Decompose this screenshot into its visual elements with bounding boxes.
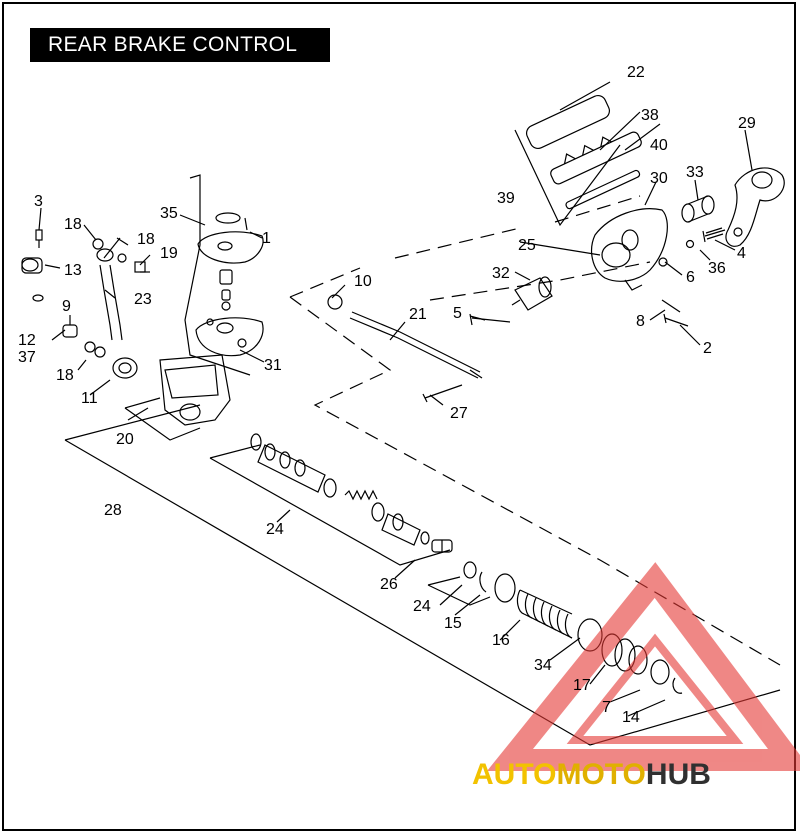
part-label-34: 34 [534, 657, 552, 674]
part-label-6: 6 [686, 269, 695, 286]
part-label-22: 22 [627, 64, 645, 81]
part-label-26: 26 [380, 576, 398, 593]
bracket-39 [514, 129, 621, 227]
retaining-ring-15 [494, 573, 516, 603]
rod-40 [565, 169, 641, 210]
part-label-38: 38 [641, 107, 659, 124]
watermark-logo [487, 562, 800, 771]
master-cylinder-body-20 [159, 354, 231, 426]
part-label-18: 18 [137, 231, 155, 248]
pushrod-21 [351, 311, 481, 373]
bolt-19 [134, 261, 150, 273]
part-label-3: 3 [34, 193, 43, 210]
bushing-33 [681, 195, 715, 223]
part-label-18: 18 [64, 216, 82, 233]
part-label-11: 11 [81, 390, 98, 407]
part-label-23: 23 [134, 291, 152, 308]
part-label-16: 16 [492, 632, 510, 649]
o-ring [250, 433, 262, 451]
assembly-dash-line [289, 195, 641, 298]
part-label-25: 25 [518, 237, 536, 254]
part-label-13: 13 [64, 262, 82, 279]
part-label-32: 32 [492, 265, 510, 282]
washer-18b [117, 253, 127, 263]
bracket-28 [64, 404, 781, 746]
part-label-14: 14 [622, 709, 640, 726]
part-label-8: 8 [636, 313, 645, 330]
part-label-28: 28 [104, 502, 122, 519]
part-labels: 1234567891011121314151617181818192021222… [18, 64, 756, 726]
bellows-17 [601, 633, 648, 675]
part-label-29: 29 [738, 115, 756, 132]
part-label-5: 5 [453, 305, 462, 322]
bracket-24b [427, 576, 491, 606]
part-label-19: 19 [160, 245, 178, 262]
clip-14 [672, 677, 683, 694]
part-label-17: 17 [573, 677, 591, 694]
part-label-10: 10 [354, 273, 372, 290]
part-label-21: 21 [409, 306, 427, 323]
part-label-31: 31 [264, 357, 282, 374]
fitting-26 [431, 539, 453, 553]
part-label-4: 4 [737, 245, 746, 262]
leader [38, 81, 753, 717]
piston-secondary [381, 513, 421, 546]
part-label-24: 24 [413, 598, 431, 615]
diagram-title: REAR BRAKE CONTROL [30, 28, 330, 62]
clevis-32 [511, 276, 553, 311]
pad-38 [550, 131, 642, 185]
part-label-7: 7 [602, 699, 611, 716]
screw-2 [663, 313, 689, 327]
bracket-20 [124, 397, 201, 441]
washer-18a [92, 238, 104, 250]
part-label-35: 35 [160, 205, 178, 222]
clevis-pin-27 [422, 384, 463, 403]
part-label-40: 40 [650, 137, 668, 154]
bolt-5 [469, 313, 511, 326]
washer-7 [650, 659, 670, 685]
brake-hose-23 [99, 264, 123, 341]
seal-24b [463, 561, 477, 579]
part-label-18: 18 [56, 367, 74, 384]
washer-9 [32, 294, 44, 302]
reservoir-cap-parts [195, 212, 264, 357]
part-label-15: 15 [444, 615, 462, 632]
spring-small [344, 489, 378, 501]
clamp-13 [21, 257, 43, 274]
bolt-4 [702, 227, 726, 243]
bracket-24 [209, 444, 451, 566]
fitting-12-37 [62, 315, 78, 338]
part-label-33: 33 [686, 164, 704, 181]
part-label-24: 24 [266, 521, 284, 538]
watermark-text: AUTOMOTOHUB [472, 758, 711, 791]
part-label-9: 9 [62, 298, 71, 315]
piston-assembly [257, 443, 326, 493]
pivot-bracket-30 [591, 208, 668, 282]
nut-11 [112, 357, 138, 379]
part-label-1: 1 [262, 230, 271, 247]
part-label-39: 39 [497, 190, 515, 207]
pin-8 [661, 299, 681, 313]
bolt-3 [35, 229, 43, 248]
washer-18c [84, 341, 96, 353]
part-label-27: 27 [450, 405, 468, 422]
pad-22 [525, 94, 611, 150]
part-label-36: 36 [708, 260, 726, 277]
part-label-20: 20 [116, 431, 134, 448]
spring-16 [516, 589, 573, 639]
part-label-12: 12 [18, 332, 36, 349]
pedal-arm-29 [725, 167, 785, 247]
part-label-37: 37 [18, 349, 36, 366]
part-label-30: 30 [650, 170, 668, 187]
bracket-35 [184, 174, 251, 376]
part-label-2: 2 [703, 340, 712, 357]
